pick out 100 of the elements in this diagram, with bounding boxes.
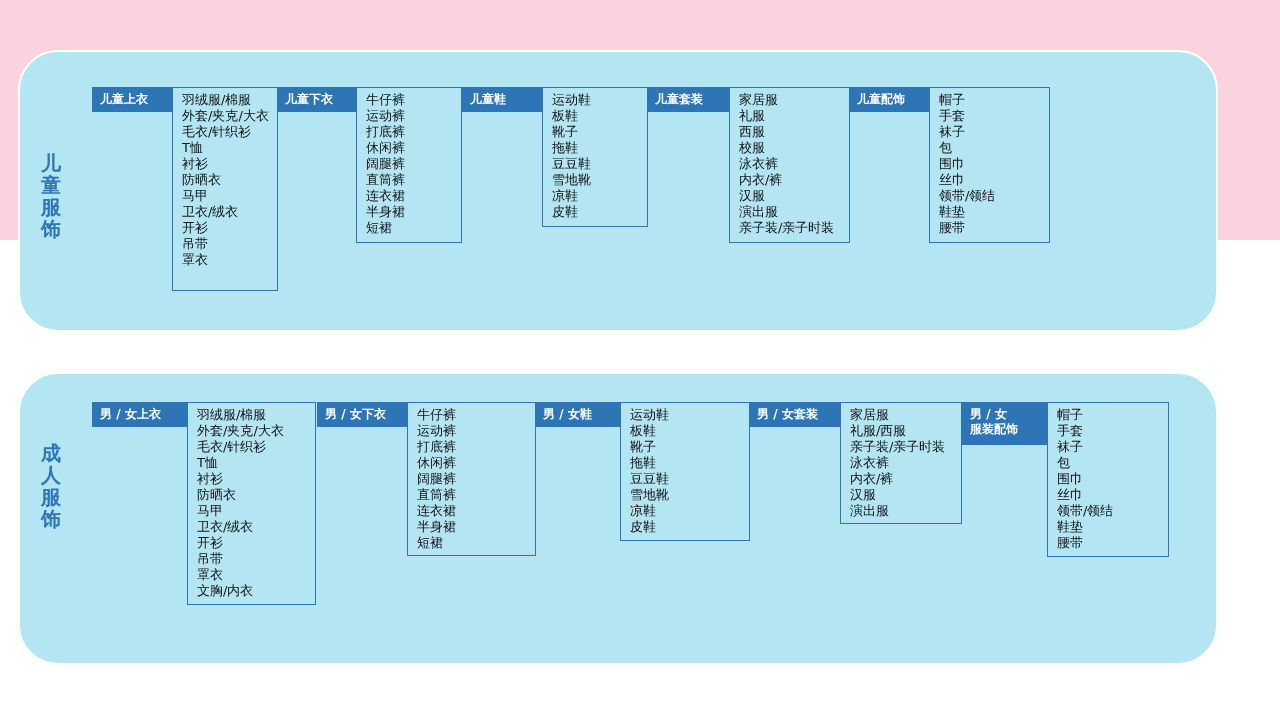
list-item: 丝巾 [939, 172, 966, 188]
list-item: 袜子 [1057, 439, 1084, 455]
list-item: 开衫 [182, 220, 209, 236]
list-item: 豆豆鞋 [630, 471, 670, 487]
list-item: 雪地靴 [552, 172, 592, 188]
item-list-box [729, 87, 850, 243]
list-item: 衬衫 [182, 156, 209, 172]
list-item: 板鞋 [630, 423, 657, 439]
category-panel [18, 372, 1218, 665]
list-item: 西服 [739, 124, 766, 140]
list-item: 汉服 [739, 188, 766, 204]
list-item: 靴子 [552, 124, 579, 140]
list-item: 毛衣/针织衫 [197, 439, 268, 455]
list-item: 腰带 [939, 220, 966, 236]
list-item: 卫衣/绒衣 [197, 519, 255, 535]
item-list-box [356, 87, 462, 243]
list-item: 亲子装/亲子时装 [850, 439, 947, 455]
list-item: 凉鞋 [630, 503, 657, 519]
category-panel [18, 50, 1218, 332]
list-item: 豆豆鞋 [552, 156, 592, 172]
list-item: 直筒裤 [366, 172, 406, 188]
list-item: 手套 [939, 108, 966, 124]
list-item: 半身裙 [366, 204, 406, 220]
list-item: 校服 [739, 140, 766, 156]
item-list-box [407, 402, 536, 556]
category-tab: 儿童配饰 [849, 87, 929, 112]
list-item: 牛仔裤 [417, 407, 457, 423]
item-list-box [187, 402, 316, 605]
list-item: 衬衫 [197, 471, 224, 487]
category-tab: 男 / 女下衣 [317, 402, 407, 427]
list-item: 礼服 [739, 108, 766, 124]
category-tab: 男 / 女上衣 [92, 402, 188, 427]
list-item: 凉鞋 [552, 188, 579, 204]
list-item: 家居服 [850, 407, 890, 423]
list-item: 罩衣 [182, 252, 209, 268]
list-item: 亲子装/亲子时装 [739, 220, 836, 236]
list-item: 汉服 [850, 487, 877, 503]
list-item: 领带/领结 [1057, 503, 1115, 519]
list-item: 休闲裤 [366, 140, 406, 156]
item-list-box [172, 87, 278, 291]
list-item: 吊带 [182, 236, 209, 252]
list-item: 连衣裙 [366, 188, 406, 204]
list-item: 短裙 [366, 220, 393, 236]
list-item: 罩衣 [197, 567, 224, 583]
list-item: 打底裤 [417, 439, 457, 455]
list-item: 围巾 [1057, 471, 1084, 487]
list-item: 家居服 [739, 92, 779, 108]
category-tab: 男 / 女鞋 [535, 402, 621, 427]
list-item: 拖鞋 [552, 140, 579, 156]
list-item: 运动鞋 [552, 92, 592, 108]
list-item: 围巾 [939, 156, 966, 172]
category-tab: 儿童鞋 [462, 87, 542, 112]
section-title: 儿童服饰 [40, 152, 62, 240]
list-item: 马甲 [182, 188, 209, 204]
list-item: 阔腿裤 [366, 156, 406, 172]
list-item: 马甲 [197, 503, 224, 519]
category-tab: 儿童上衣 [92, 87, 172, 112]
list-item: 演出服 [739, 204, 779, 220]
list-item: 板鞋 [552, 108, 579, 124]
list-item: 运动裤 [366, 108, 406, 124]
list-item: 内衣/裤 [739, 172, 784, 188]
list-item: 手套 [1057, 423, 1084, 439]
list-item: 领带/领结 [939, 188, 997, 204]
list-item: 包 [939, 140, 953, 156]
list-item: 礼服/西服 [850, 423, 908, 439]
section-title: 成人服饰 [40, 442, 62, 530]
list-item: 拖鞋 [630, 455, 657, 471]
list-item: 鞋垫 [1057, 519, 1084, 535]
list-item: T恤 [182, 140, 204, 156]
list-item: 短裙 [417, 535, 444, 551]
item-list-box [542, 87, 648, 227]
list-item: 泳衣裤 [850, 455, 890, 471]
item-list-box [1047, 402, 1169, 557]
item-list-box [840, 402, 962, 524]
list-item: 防晒衣 [182, 172, 222, 188]
list-item: 雪地靴 [630, 487, 670, 503]
list-item: 丝巾 [1057, 487, 1084, 503]
category-tab: 儿童套装 [647, 87, 729, 112]
list-item: 帽子 [939, 92, 966, 108]
list-item: 泳衣裤 [739, 156, 779, 172]
list-item: 直筒裤 [417, 487, 457, 503]
category-tab: 男 / 女套装 [749, 402, 841, 427]
list-item: 文胸/内衣 [197, 583, 255, 599]
list-item: 内衣/裤 [850, 471, 895, 487]
list-item: 卫衣/绒衣 [182, 204, 240, 220]
list-item: 牛仔裤 [366, 92, 406, 108]
category-tab: 男 / 女 服装配饰 [962, 402, 1048, 445]
list-item: 皮鞋 [630, 519, 657, 535]
list-item: 帽子 [1057, 407, 1084, 423]
list-item: 皮鞋 [552, 204, 579, 220]
list-item: 外套/夹克/大衣 [182, 108, 270, 124]
list-item: 半身裙 [417, 519, 457, 535]
list-item: 演出服 [850, 503, 890, 519]
list-item: 吊带 [197, 551, 224, 567]
list-item: 鞋垫 [939, 204, 966, 220]
list-item: 包 [1057, 455, 1071, 471]
list-item: 开衫 [197, 535, 224, 551]
list-item: 阔腿裤 [417, 471, 457, 487]
item-list-box [929, 87, 1050, 243]
category-tab: 儿童下衣 [277, 87, 357, 112]
